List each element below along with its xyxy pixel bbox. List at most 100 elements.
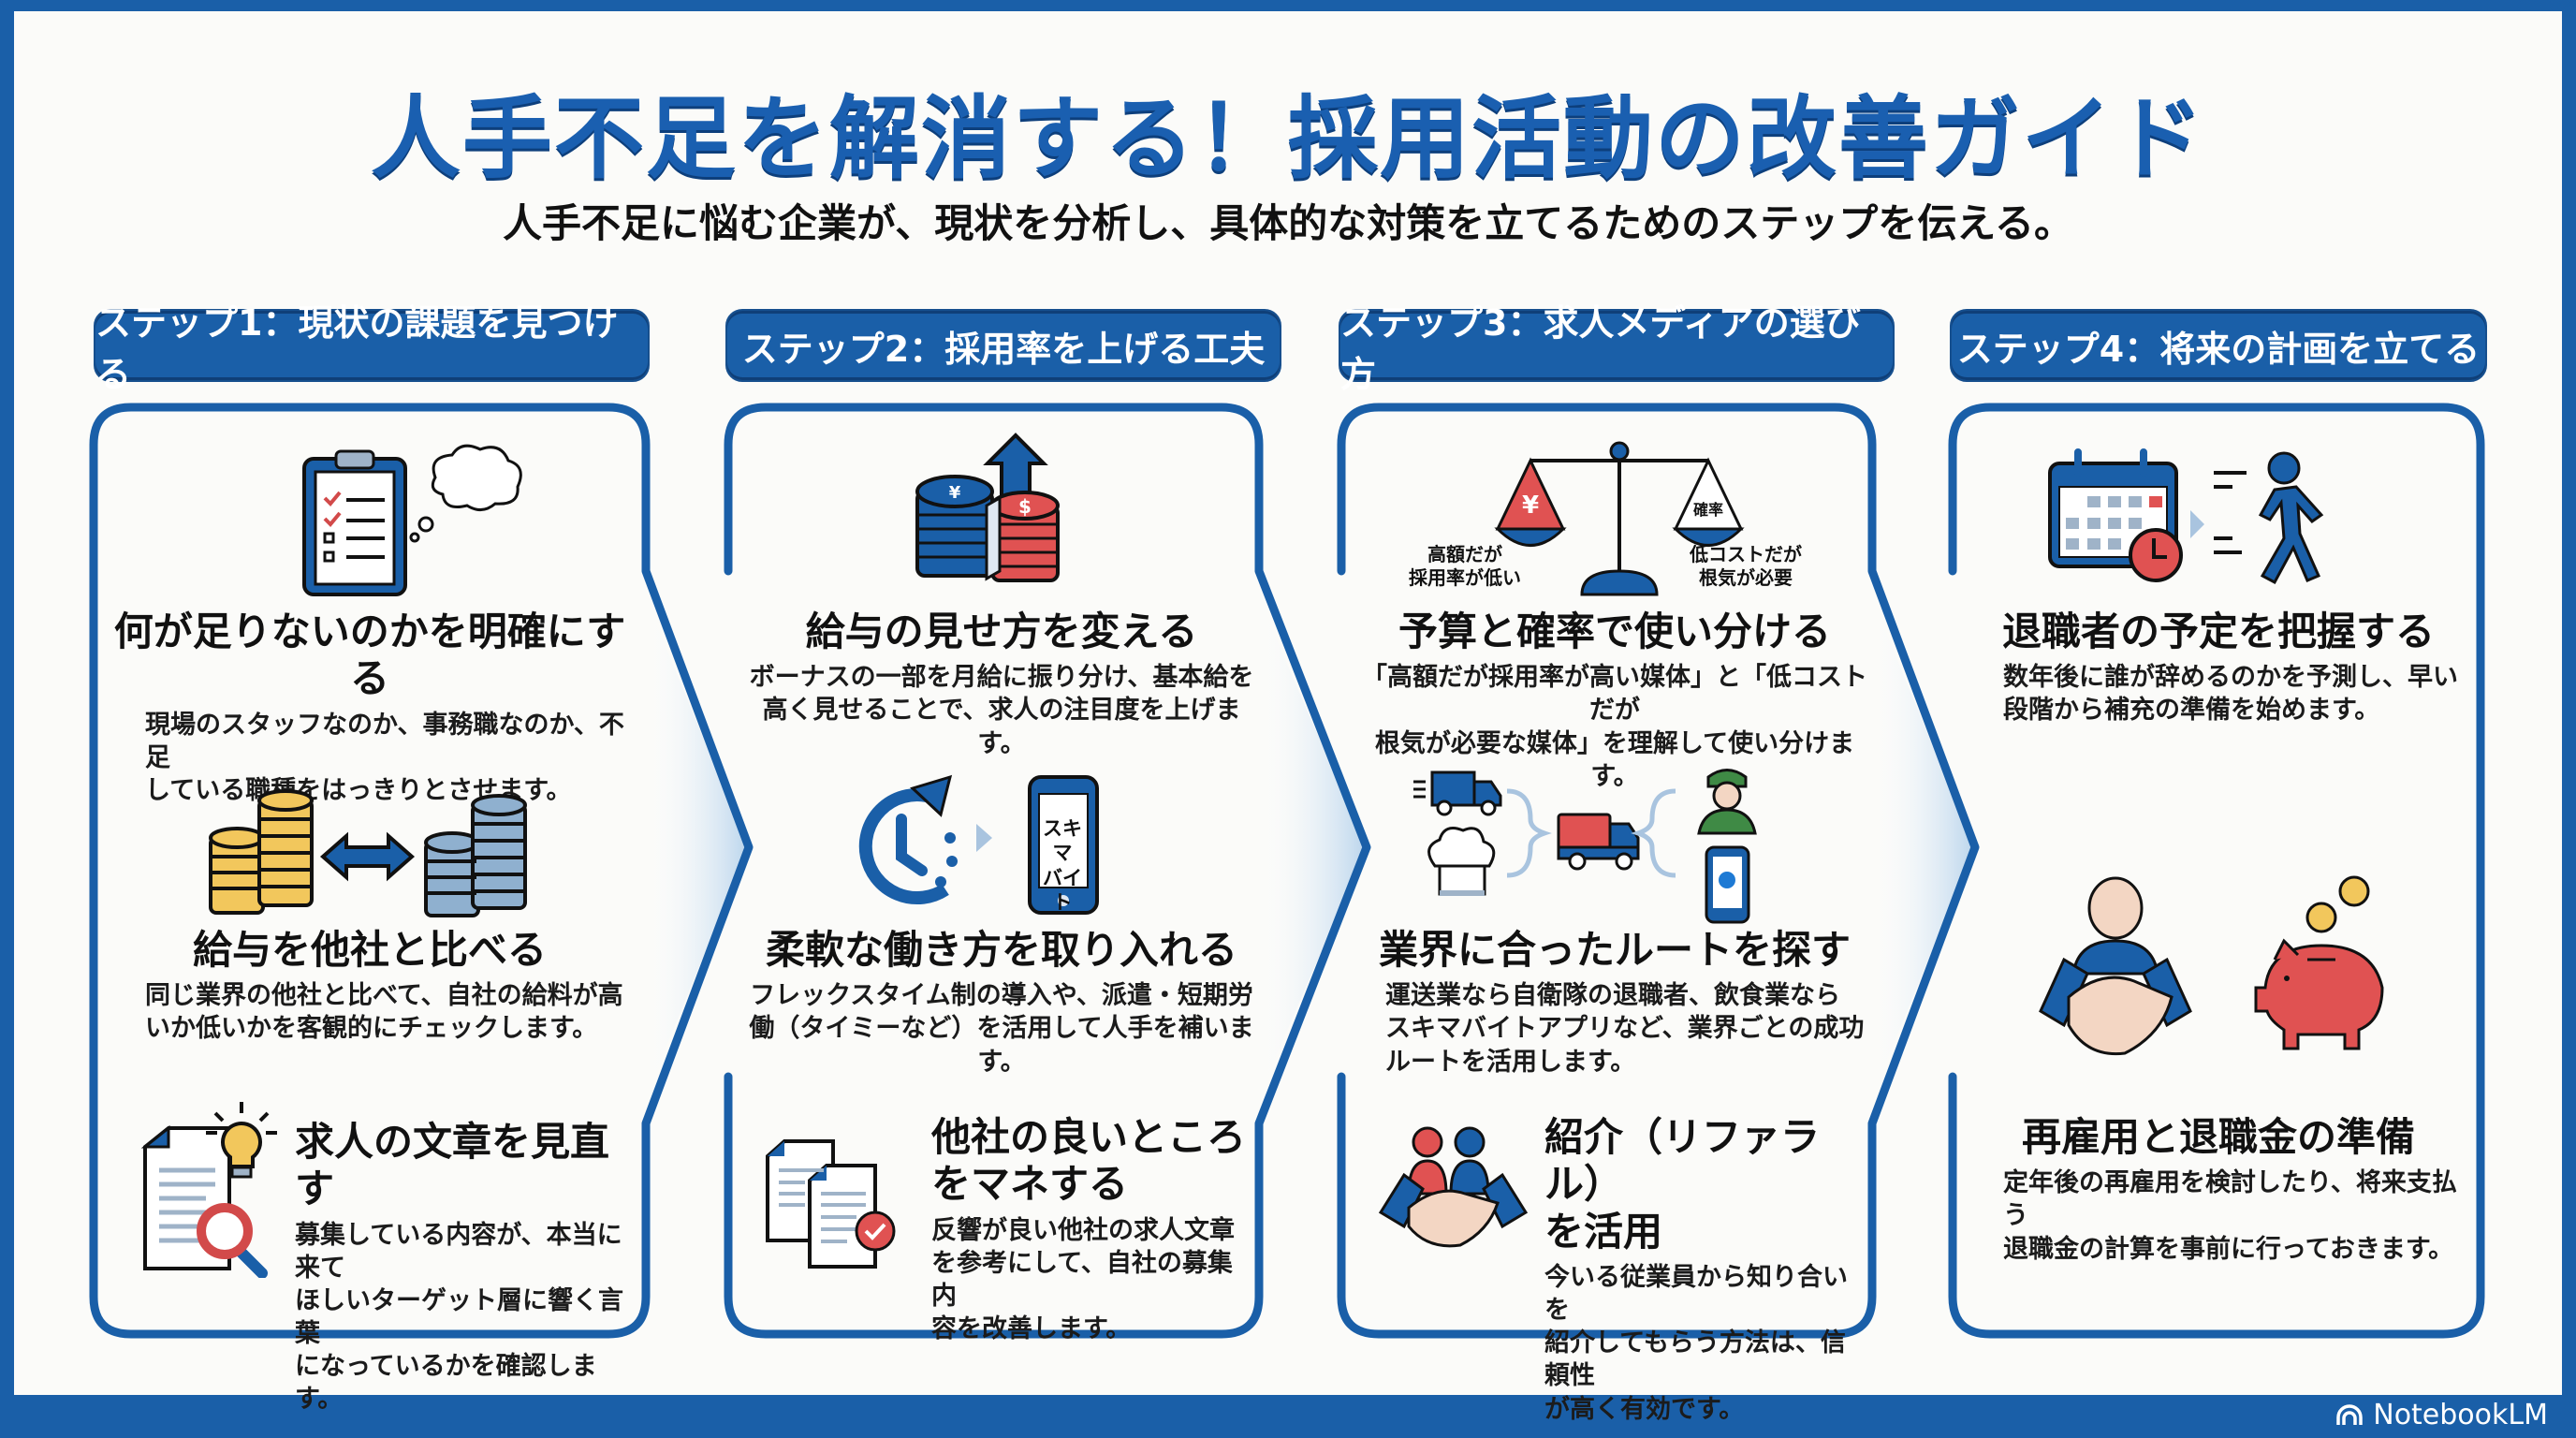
item-desc: 反響が良い他社の求人文章 を参考にして、自社の募集内 容を改善します。 [931, 1214, 1250, 1345]
item-desc-line: 今いる従業員から知り合いを [1544, 1263, 1848, 1326]
item-desc-line: 段階から補充の準備を始めます。 [2003, 696, 2380, 726]
step-1-item-2: 給与を他社と比べる 同じ業界の他社と比べて、自社の給料が高 いか低いかを客観的に… [103, 927, 637, 1046]
step-3-header: ステップ3：求人メディアの選び方 [1339, 302, 1895, 395]
step-3-item-3: 紹介（リファラル） を活用 今いる従業員から知り合いを 紹介してもらう方法は、信… [1544, 1114, 1863, 1426]
item-title: 予算と確率で使い分ける [1398, 609, 1831, 654]
step-2-item-1: 給与の見せ方を変える ボーナスの一部を月給に振り分け、基本給を 高く見せることで… [739, 609, 1264, 760]
step-1-item-3: 求人の文章を見直す 募集している内容が、本当に来て ほしいターゲット層に響く言葉… [295, 1119, 632, 1416]
documents-check-icon [766, 1139, 896, 1269]
senior-handshake-icon [2039, 876, 2192, 1056]
item-desc: 同じ業界の他社と比べて、自社の給料が高 いか低いかを客観的にチェックします。 [103, 979, 637, 1045]
item-desc: 募集している内容が、本当に来て ほしいターゲット層に響く言葉 になっているかを確… [295, 1219, 632, 1416]
phone-text-line: スキマ [1043, 817, 1082, 865]
item-desc-line: 運送業なら自衛隊の退職者、飲食業なら [1385, 981, 1840, 1011]
item-desc-line: 紹介してもらう方法は、信頼性 [1544, 1328, 1846, 1391]
scale-label-line: 低コストだが [1690, 543, 1802, 565]
item-desc-line: いか低いかを客観的にチェックします。 [145, 1014, 598, 1044]
scale-label-line: 根気が必要 [1699, 566, 1793, 589]
item-title-line: をマネする [931, 1161, 1129, 1208]
step-1-item-1: 何が足りないのかを明確にする 現場のスタッフなのか、事務職なのか、不足 している… [103, 609, 637, 807]
scale-left-symbol: ¥ [1522, 492, 1539, 520]
step-3-item-2: 業界に合ったルートを探す 運送業なら自衛隊の退職者、飲食業なら スキマバイトアプ… [1353, 927, 1877, 1078]
item-desc: 今いる従業員から知り合いを 紹介してもらう方法は、信頼性 が高く有効です。 [1544, 1261, 1863, 1425]
scale-label-line: 高額だが [1427, 543, 1502, 565]
senior-handshake-piggybank-icon [2039, 875, 2384, 1056]
svg-text:$: $ [1018, 495, 1032, 518]
delivery-truck-icon [1413, 770, 1502, 816]
coin-stacks-compare-icon [209, 789, 527, 917]
item-desc-line: 根気が必要な媒体」を理解して使い分けます。 [1374, 728, 1855, 791]
phone-text-line: バイト [1043, 866, 1082, 914]
referral-handshake-icon [1378, 1126, 1529, 1248]
item-desc-line: ほしいターゲット層に響く言葉 [295, 1285, 623, 1349]
document-magnifier-bulb-icon [140, 1102, 277, 1278]
item-desc-line: を参考にして、自社の募集内 [931, 1248, 1233, 1311]
step-4-item-1: 退職者の予定を把握する 数年後に誰が辞めるのかを予測し、早い 段階から補充の準備… [1961, 609, 2476, 727]
item-desc: ボーナスの一部を月給に振り分け、基本給を 高く見せることで、求人の注目度を上げま… [739, 661, 1264, 759]
item-desc: 運送業なら自衛隊の退職者、飲食業なら スキマバイトアプリなど、業界ごとの成功 ル… [1353, 979, 1877, 1078]
item-desc-line: 定年後の再雇用を検討したり、将来支払う [2003, 1168, 2457, 1231]
item-desc-line: 現場のスタッフなのか、事務職なのか、不足 [145, 710, 624, 772]
item-desc-line: 働（タイミーなど）を活用して人手を補います。 [749, 1014, 1254, 1077]
item-title: 退職者の予定を把握する [2001, 609, 2435, 654]
item-desc: 「高額だが採用率が高い媒体」と「低コストだが 根気が必要な媒体」を理解して使い分… [1353, 661, 1877, 792]
item-desc: フレックスタイム制の導入や、派遣・短期労 働（タイミーなど）を活用して人手を補い… [739, 979, 1264, 1078]
step-4-header: ステップ4：将来の計画を立てる [1950, 309, 2487, 382]
item-desc-line: 数年後に誰が辞めるのかを予測し、早い [2003, 663, 2458, 693]
smartphone-chat-icon [1705, 845, 1750, 924]
item-title: 求人の文章を見直す [295, 1119, 610, 1212]
item-title: 給与を他社と比べる [192, 927, 547, 973]
notebooklm-logo-icon [2336, 1403, 2363, 1425]
scale-left-label: 高額だが 採用率が低い [1395, 543, 1535, 590]
item-title: 他社の良いところ をマネする [931, 1114, 1250, 1209]
item-title: 柔軟な働き方を取り入れる [765, 927, 1237, 973]
item-title: 給与の見せ方を変える [805, 609, 1198, 654]
item-desc-line: が高く有効です。 [1544, 1394, 1745, 1424]
item-desc-line: スキマバイトアプリなど、業界ごとの成功 [1385, 1014, 1865, 1044]
scale-label-line: 採用率が低い [1409, 566, 1521, 589]
balance-scale-icon: ¥ 確率 [1494, 441, 1745, 596]
brand-label: NotebookLM [2373, 1399, 2548, 1431]
item-desc-line: ボーナスの一部を月給に振り分け、基本給を [749, 663, 1254, 693]
item-desc-line: フレックスタイム制の導入や、派遣・短期労 [750, 981, 1253, 1011]
calendar-clock-walker-icon [2048, 448, 2324, 585]
industry-route-icon [1413, 769, 1757, 924]
item-desc: 現場のスタッフなのか、事務職なのか、不足 している職種をはっきりとさせます。 [103, 709, 637, 807]
clock-smartphone-icon [858, 774, 1099, 915]
item-desc: 定年後の再雇用を検討したり、将来支払う 退職金の計算を事前に行っておきます。 [1961, 1167, 2476, 1265]
scale-right-symbol: 確率 [1693, 501, 1723, 519]
svg-text:¥: ¥ [949, 483, 961, 503]
item-desc: 数年後に誰が辞めるのかを予測し、早い 段階から補充の準備を始めます。 [1961, 661, 2476, 726]
item-desc-line: 同じ業界の他社と比べて、自社の給料が高 [145, 981, 623, 1011]
phone-screen-text: スキマ バイト [1034, 816, 1090, 915]
item-title: 再雇用と退職金の準備 [2021, 1114, 2415, 1160]
step-2-header: ステップ2：採用率を上げる工夫 [725, 309, 1281, 382]
step-2-item-2: 柔軟な働き方を取り入れる フレックスタイム制の導入や、派遣・短期労 働（タイミー… [739, 927, 1264, 1078]
step-3-item-1: 予算と確率で使い分ける 「高額だが採用率が高い媒体」と「低コストだが 根気が必要… [1353, 609, 1877, 793]
item-desc-line: 募集している内容が、本当に来て [295, 1220, 622, 1283]
soldier-icon [1697, 769, 1757, 835]
scale-right-label: 低コストだが 根気が必要 [1676, 543, 1816, 590]
step-4-item-2: 再雇用と退職金の準備 定年後の再雇用を検討したり、将来支払う 退職金の計算を事前… [1961, 1114, 2476, 1266]
chef-hat-icon [1427, 827, 1496, 896]
notebooklm-brand: NotebookLM [2335, 1399, 2548, 1431]
item-title-line: 他社の良いところ [931, 1114, 1247, 1160]
item-title: 何が足りないのかを明確にする [113, 609, 626, 702]
item-desc-line: 退職金の計算を事前に行っておきます。 [2003, 1234, 2454, 1264]
item-title-line: 紹介（リファラル） [1544, 1114, 1821, 1208]
page-subtitle: 人手不足に悩む企業が、現状を分析し、具体的な対策を立てるためのステップを伝える。 [503, 200, 2073, 246]
page-title: 人手不足を解消する！採用活動の改善ガイド [371, 86, 2205, 191]
clipboard-checklist-thought-icon [302, 444, 522, 596]
item-desc-line: 反響が良い他社の求人文章 [931, 1215, 1235, 1245]
item-desc-line: ルートを活用します。 [1385, 1047, 1636, 1077]
item-title-line: を活用 [1544, 1208, 1663, 1255]
item-desc-line: 容を改善します。 [931, 1314, 1132, 1344]
item-title: 業界に合ったルートを探す [1378, 927, 1851, 973]
yen-dollar-coins-up-arrow-icon: ¥ $ [915, 433, 1060, 582]
item-desc-line: 「高額だが採用率が高い媒体」と「低コストだが [1362, 663, 1867, 726]
step-2-item-3: 他社の良いところ をマネする 反響が良い他社の求人文章 を参考にして、自社の募集… [931, 1114, 1250, 1345]
item-desc-line: になっているかを確認します。 [295, 1352, 597, 1415]
piggy-bank-icon [2254, 875, 2384, 1050]
red-truck-icon [1557, 813, 1640, 871]
